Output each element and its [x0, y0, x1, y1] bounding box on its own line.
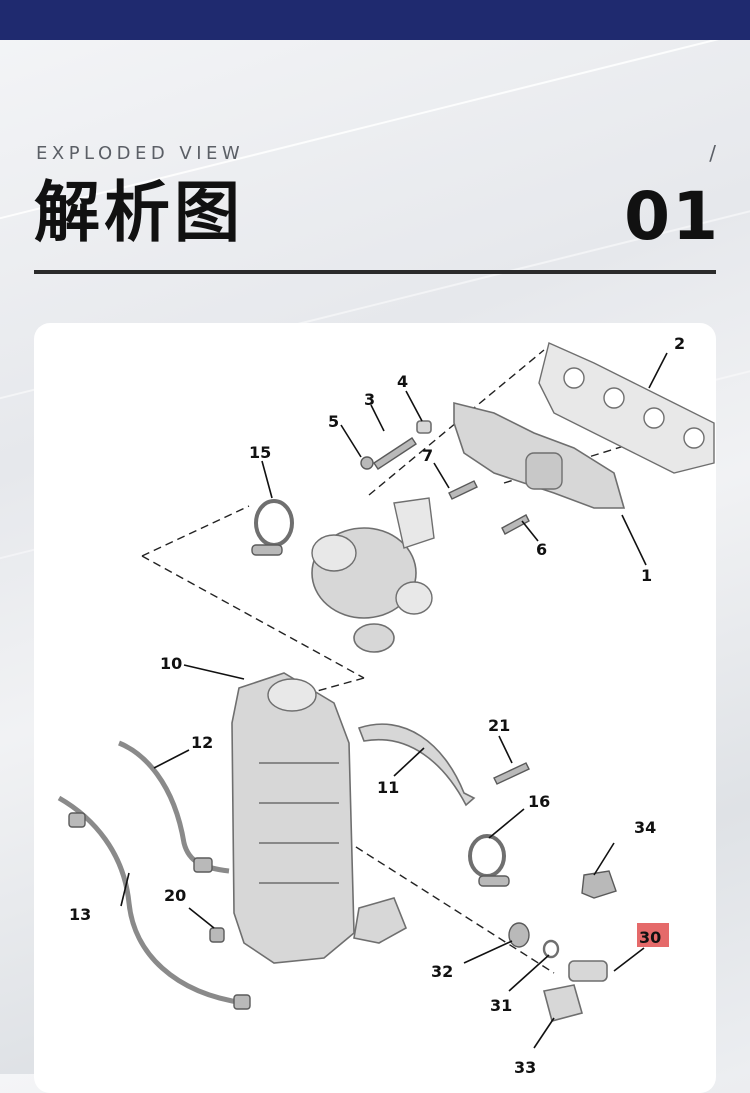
sensor-and-fitting-parts: [209, 870, 617, 1022]
callout-label: 20: [164, 886, 186, 905]
assembly-dash-lines: [141, 349, 635, 974]
callout-label: 7: [422, 446, 433, 465]
callout-label-highlighted: 30: [639, 928, 661, 947]
exhaust-manifold-part: [538, 342, 715, 474]
callout-labels: 2 1 3 4 5 6 7 10 11 12 13 15 16 20 21 30…: [69, 334, 685, 1077]
callout-label: 32: [431, 962, 453, 981]
callout-label: 15: [249, 443, 271, 462]
callout-label: 12: [191, 733, 213, 752]
top-bar: [0, 0, 750, 40]
callout-label: 6: [536, 540, 547, 559]
manifold-gasket-part: [453, 401, 626, 509]
callout-label: 1: [641, 566, 652, 585]
stud-21-part: [493, 762, 530, 785]
callout-label: 4: [397, 372, 408, 391]
callout-label: 21: [488, 716, 510, 735]
callout-label: 3: [364, 390, 375, 409]
callout-label: 11: [377, 778, 399, 797]
callout-label: 16: [528, 792, 550, 811]
callout-label: 2: [674, 334, 685, 353]
leader-lines: [120, 352, 668, 1049]
particulate-filter-part: [231, 672, 408, 964]
callout-label: 31: [490, 996, 512, 1015]
exploded-view-diagram: 2 1 3 4 5 6 7 10 11 12 13 15 16 20 21 30…: [57, 334, 715, 1077]
callout-label: 13: [69, 905, 91, 924]
callout-label: 10: [160, 654, 182, 673]
title-divider: [34, 270, 716, 274]
clamp-15-part: [251, 499, 294, 556]
callout-30-highlight: [637, 923, 669, 947]
clamp-16-part: [468, 834, 510, 887]
diagram-card: 2 1 3 4 5 6 7 10 11 12 13 15 16 20 21 30…: [34, 323, 716, 1093]
page-title: 解析图: [34, 174, 244, 251]
callout-label: 33: [514, 1058, 536, 1077]
callout-label: 5: [328, 412, 339, 431]
bracket-11-part: [357, 723, 476, 807]
turbocharger-part: [311, 497, 435, 653]
bolt-parts: [360, 420, 530, 535]
section-slash: /: [709, 141, 716, 165]
section-number: 01: [624, 178, 720, 255]
section-eyebrow: EXPLODED VIEW: [36, 143, 245, 164]
pipe-parts: [57, 740, 251, 1010]
callout-label: 34: [634, 818, 656, 837]
